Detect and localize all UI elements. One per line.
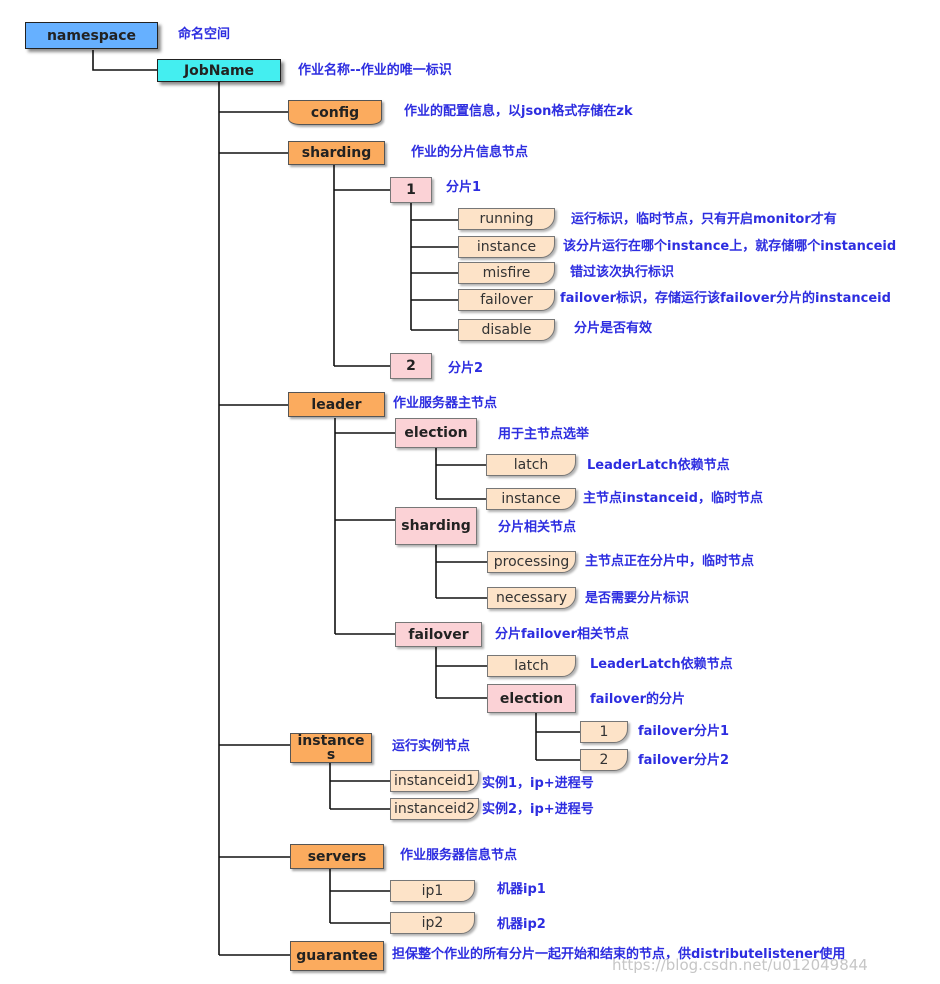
servers-note: 作业服务器信息节点 [400,848,518,863]
latch-note: LeaderLatch依赖节点 [587,458,730,473]
config-node: config [288,100,382,125]
sharding-node: sharding [288,141,385,165]
failover-shard-2-node: 2 [580,749,628,771]
instanceid1-note: 实例1，ip+进程号 [482,776,594,791]
servers-node: servers [290,844,384,869]
leader-instance-node: instance [486,488,576,510]
shard-1-note: 分片1 [446,180,482,195]
config-note: 作业的配置信息，以json格式存储在zk [404,104,633,119]
instanceid2-note: 实例2，ip+进程号 [482,802,594,817]
failover-shard-1-label: 1 [599,724,609,740]
config-label: config [310,104,360,121]
jobname-label: JobName [183,62,255,79]
necessary-label: necessary [495,590,567,606]
failover-shard-1-note: failover分片1 [638,724,730,739]
latch-node: latch [486,454,576,476]
watermark: https://blog.csdn.net/u012049844 [612,956,868,974]
instances-note: 运行实例节点 [392,739,471,754]
shard-2-label: 2 [406,358,416,374]
jobname-note: 作业名称--作业的唯一标识 [298,63,452,78]
shard-1-label: 1 [406,182,416,198]
instance-note: 该分片运行在哪个instance上，就存储哪个instanceid [563,239,897,254]
leader-node: leader [288,392,385,417]
processing-note: 主节点正在分片中，临时节点 [585,554,755,569]
failover-node: failover [458,289,555,311]
failover-label: failover [480,292,533,308]
instanceid2-node: instanceid2 [390,798,479,820]
ip1-node: ip1 [390,880,475,902]
guarantee-note: 担保整个作业的所有分片一起开始和结束的节点，供distributelistene… [392,947,846,962]
guarantee-label: guarantee [296,948,378,964]
leader-note: 作业服务器主节点 [393,396,498,411]
running-node: running [458,208,555,230]
election-node: election [395,418,477,448]
leader-label: leader [311,396,362,413]
disable-note: 分片是否有效 [574,321,653,336]
failover-election-label: election [499,690,564,707]
latch-node: latch [487,655,576,677]
jobname-node: JobName [157,59,281,82]
instances-label: instances [297,733,365,763]
namespace-label: namespace [46,27,137,44]
guarantee-node: guarantee [290,941,384,971]
ip1-note: 机器ip1 [497,882,546,897]
sharding-note: 作业的分片信息节点 [411,145,529,160]
necessary-note: 是否需要分片标识 [585,591,690,606]
leader-instance-note: 主节点instanceid，临时节点 [583,491,763,506]
misfire-label: misfire [482,265,531,281]
shard-2-note: 分片2 [448,361,484,376]
disable-label: disable [481,322,532,338]
instanceid1-node: instanceid1 [390,770,479,792]
servers-label: servers [307,848,367,865]
misfire-node: misfire [458,262,555,284]
leader-failover-label: failover [408,626,469,643]
shard-2-node: 2 [390,353,432,379]
processing-node: processing [487,551,576,573]
failover-shard-1-node: 1 [580,721,628,743]
ip1-label: ip1 [421,883,444,899]
instance-node: instance [458,236,555,258]
sharding-label: sharding [301,145,372,161]
failover-shard-2-note: failover分片2 [638,753,730,768]
namespace-note: 命名空间 [178,27,231,42]
instanceid1-label: instanceid1 [394,773,475,789]
leader-failover-node: failover [395,622,482,647]
leader-instance-label: instance [501,491,561,507]
running-label: running [479,211,534,227]
failover-note: failover标识，存储运行该failover分片的instanceid [560,291,891,306]
instances-node: instances [290,733,372,763]
disable-node: disable [458,319,555,341]
leader-sharding-note: 分片相关节点 [498,520,577,535]
running-note: 运行标识，临时节点，只有开启monitor才有 [571,212,837,227]
election-label: election [404,425,468,441]
namespace-node: namespace [25,22,158,49]
ip2-note: 机器ip2 [497,917,546,932]
instanceid2-label: instanceid2 [394,801,475,817]
ip2-label: ip2 [421,915,444,931]
misfire-note: 错过该次执行标识 [570,265,675,280]
failover-election-node: election [487,684,576,713]
instance-label: instance [476,239,537,255]
necessary-node: necessary [487,587,576,609]
leader-sharding-node: sharding [395,507,477,545]
latch-label: latch [513,457,549,473]
leader-failover-note: 分片failover相关节点 [495,627,629,642]
failover-shard-2-label: 2 [599,752,609,768]
leader-sharding-label: sharding [401,518,471,534]
latch-note: LeaderLatch依赖节点 [590,657,733,672]
election-note: 用于主节点选举 [498,427,590,442]
shard-1-node: 1 [390,177,432,203]
ip2-node: ip2 [390,912,475,934]
failover-election-note: failover的分片 [590,692,685,707]
processing-label: processing [493,554,570,570]
latch-label: latch [514,658,549,674]
